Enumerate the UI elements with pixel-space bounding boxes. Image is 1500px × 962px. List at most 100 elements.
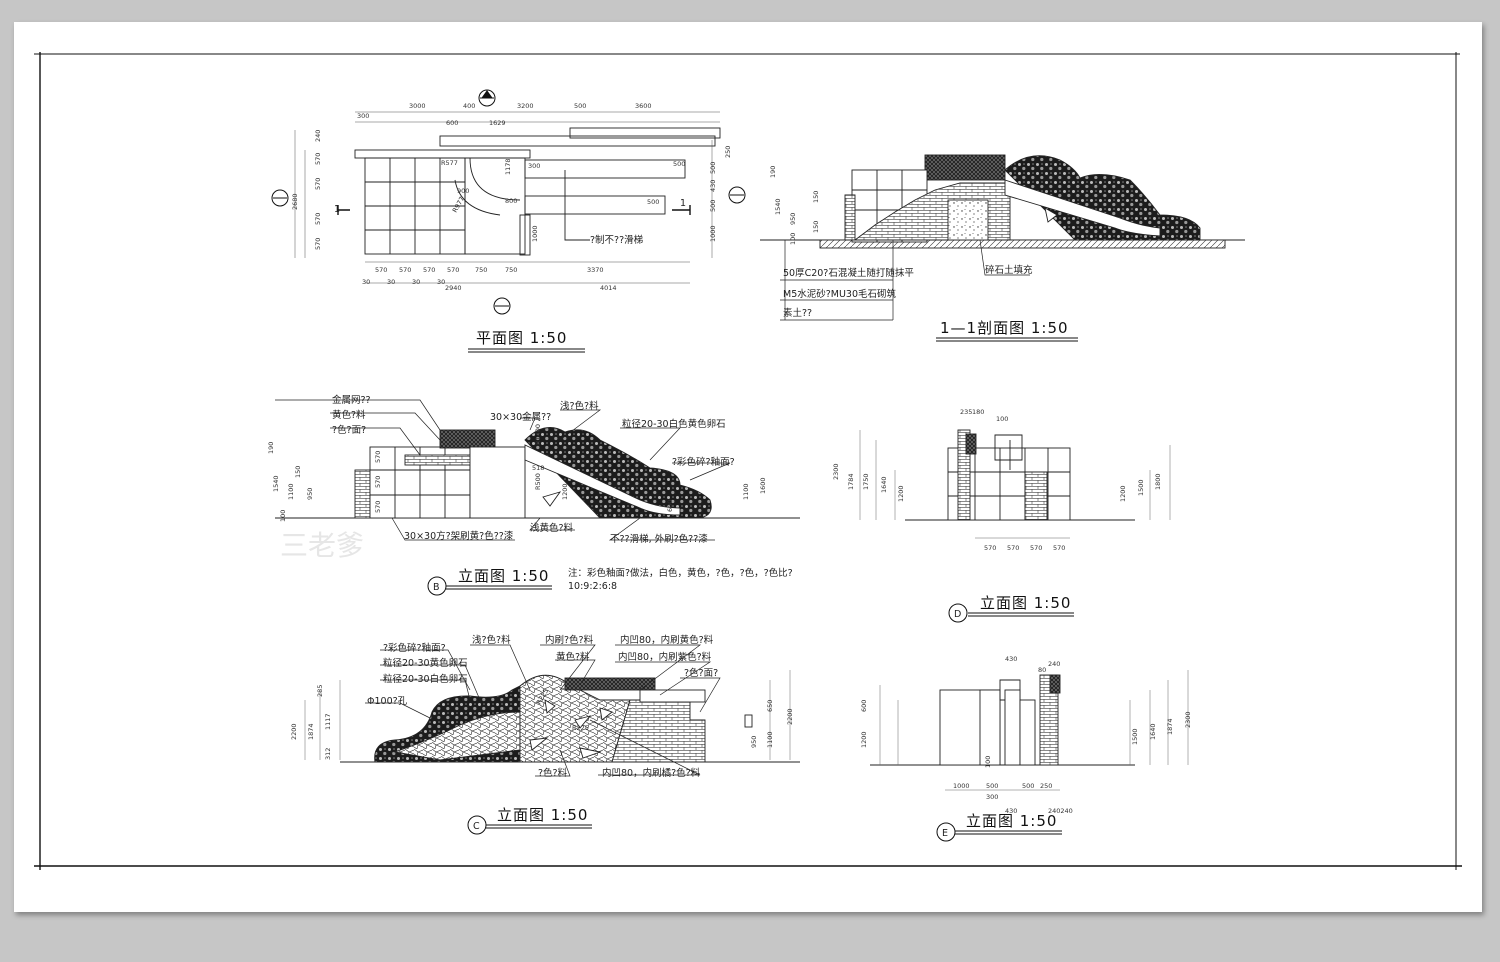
elev-c-dim: 950	[750, 736, 758, 748]
elev-e-dim-right: 1874	[1166, 718, 1174, 735]
section-note-masonry: M5水泥砂?MU30毛石砌筑	[783, 288, 897, 300]
elev-e-title-underline	[955, 830, 1062, 835]
elev-d-marker-letter: D	[954, 609, 961, 620]
elevation-c-view	[304, 644, 800, 777]
elev-b-dim: R1400	[534, 424, 542, 445]
elev-b-dim: 1540	[272, 475, 280, 492]
plan-dim-top: 400	[463, 102, 475, 110]
section-title-underline	[936, 337, 1078, 342]
elev-e-title: 立面图 1:50	[966, 812, 1057, 830]
plan-dim-left: 570	[314, 178, 322, 190]
elev-d-dim-bottom: 570	[1053, 544, 1065, 552]
elev-e-dim-top: 240	[1048, 660, 1060, 668]
elev-b-label: 黄色?料	[332, 409, 366, 421]
plan-dim-top: 1629	[489, 119, 506, 127]
elev-b-dim: 600	[666, 500, 674, 512]
elev-b-dim: 190	[267, 442, 275, 454]
elev-e-dim-bottom: 250	[1040, 782, 1052, 790]
elev-b-dim: 1100	[742, 483, 750, 500]
plan-dim-inner: 500	[647, 198, 659, 206]
plan-dim-bottom: 2940	[445, 284, 462, 292]
plan-direction-markers	[271, 89, 746, 315]
section-dim: 1540	[774, 198, 782, 215]
plan-dim-right: 500	[709, 200, 717, 212]
plan-dim-left: 2680	[291, 193, 299, 210]
elev-c-label: 黄色?料	[556, 651, 590, 663]
elev-d-dim-left: 2300	[832, 463, 840, 480]
plan-dim-inner: 1178	[504, 158, 512, 175]
elev-e-dim-bottom: 500	[1022, 782, 1034, 790]
plan-dim-left: 240	[314, 130, 322, 142]
elev-b-label: 粒径20-30白色黄色卵石	[622, 418, 726, 430]
plan-dim-top: 300	[357, 112, 369, 120]
section-dim: 150	[812, 221, 820, 233]
section-dim: 190	[769, 166, 777, 178]
drawing-sheet	[14, 22, 1482, 912]
elev-c-label: 内凹80，内刷黄色?料	[620, 634, 714, 646]
elev-d-dim-bottom: 570	[984, 544, 996, 552]
elev-d-dim-top: 180	[972, 408, 984, 416]
plan-dim-inner: 1000	[531, 225, 539, 242]
watermark: 三老爹	[280, 529, 364, 562]
plan-title-underline	[468, 348, 585, 353]
elev-e-dim-bottom: 500	[986, 782, 998, 790]
plan-dim-bottom: 30	[437, 278, 445, 286]
elev-d-dim-right: 1500	[1137, 479, 1145, 496]
elev-d-dim-bottom: 570	[1030, 544, 1042, 552]
plan-dim-inner: R577	[441, 159, 458, 167]
elev-e-dim-right: 1640	[1149, 723, 1157, 740]
plan-dim-inner: 500	[673, 160, 685, 168]
plan-dim-bottom: 570	[375, 266, 387, 274]
elev-c-label: 粒径20-30白色卵石	[383, 673, 468, 685]
elev-c-label: 内凹80，内刷紫色?料	[618, 651, 712, 663]
elev-d-title-underline	[968, 612, 1074, 617]
elev-d-dim-left: 1640	[880, 476, 888, 493]
plan-dim-top: 3200	[517, 102, 534, 110]
plan-dim-top: 3000	[409, 102, 426, 110]
elev-e-dim-right: 1500	[1131, 728, 1139, 745]
elev-d-marker	[948, 603, 968, 623]
plan-dim-left: 570	[314, 153, 322, 165]
elev-d-dim-left: 1784	[847, 473, 855, 490]
elev-d-dim-top: 235	[960, 408, 972, 416]
elev-b-label: 浅?色?料	[560, 400, 599, 412]
elev-b-label: 不??滑梯, 外刷?色??漆	[610, 533, 708, 545]
elev-b-dim: 1600	[759, 477, 767, 494]
plan-dim-bottom: 750	[475, 266, 487, 274]
plan-dim-inner: R977	[451, 195, 466, 214]
elev-d-dim-bottom: 570	[1007, 544, 1019, 552]
elev-d-dim-left: 1200	[897, 485, 905, 502]
elev-b-label: 30×30金属??	[490, 411, 551, 423]
elev-b-marker-letter: B	[433, 582, 440, 593]
plan-dim-bottom: 570	[447, 266, 459, 274]
plan-dim-inner: 900	[457, 187, 469, 195]
elev-e-dim-left: 1200	[860, 731, 868, 748]
elev-e-marker-letter: E	[942, 828, 948, 839]
plan-dim-left: 570	[314, 238, 322, 250]
elev-b-label: 30×30方?架刷黄?色??漆	[404, 530, 514, 542]
elev-b-dim: 1200	[561, 483, 569, 500]
elev-b-dim: 100	[279, 510, 287, 522]
plan-dim-bottom: 30	[362, 278, 370, 286]
elev-c-label: Φ100?孔	[367, 696, 408, 707]
elev-b-label: 浅黄色?料	[530, 522, 574, 534]
plan-dim-bottom: 4014	[600, 284, 617, 292]
elev-c-dim: 2200	[290, 723, 298, 740]
section-dim: 950	[789, 213, 797, 225]
plan-dim-inner: 800	[505, 197, 517, 205]
elev-c-label: 内刷?色?料	[545, 634, 594, 646]
elev-c-label: ?色?料	[538, 767, 568, 779]
elev-b-title: 立面图 1:50	[458, 567, 549, 585]
plan-dim-right: 250	[724, 146, 732, 158]
plan-title: 平面图 1:50	[476, 329, 567, 347]
drawing-frame	[34, 52, 1462, 870]
elev-d-dim-top: 100	[996, 415, 1008, 423]
elev-b-label: 金属网??	[332, 394, 371, 406]
plan-slide-note: ?制不??滑梯	[590, 234, 644, 246]
section-view	[760, 154, 1245, 321]
section-dim: 100	[789, 233, 797, 245]
section-note-soil: 素土??	[783, 307, 812, 319]
elev-c-dim: 1117	[324, 713, 332, 730]
plan-dim-right: 500	[709, 162, 717, 174]
plan-dim-inner: 300	[528, 162, 540, 170]
